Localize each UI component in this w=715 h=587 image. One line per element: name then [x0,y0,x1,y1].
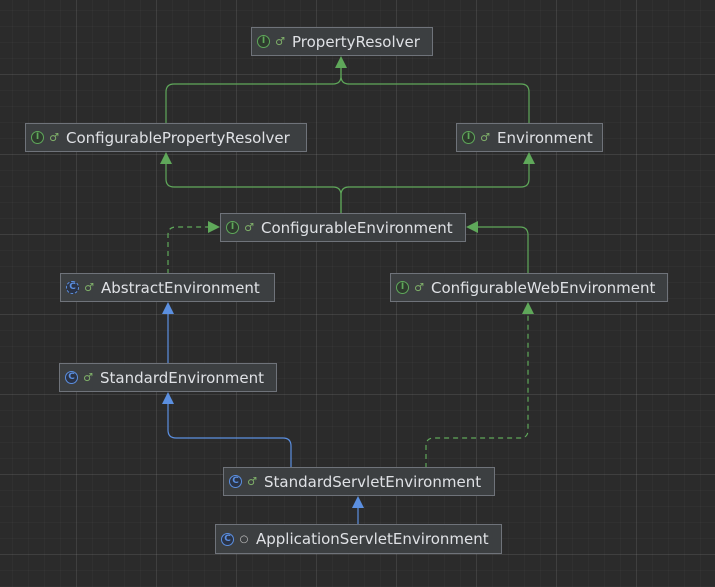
public-visibility-icon: ♂ [247,475,257,488]
class-icon: C [221,532,234,546]
interface-icon: I [226,221,239,234]
edge-abstractenvironment-to-configurableenvironment [167,226,208,274]
node-label: StandardEnvironment [100,368,265,387]
public-visibility-icon: ♂ [414,281,424,294]
node-label: ApplicationServletEnvironment [256,530,489,548]
arrowhead-standardservletenvironment [352,496,364,508]
arrowhead-configurableenvironment-left [208,221,220,233]
arrowhead-environment [523,152,535,164]
edge-configurableenvironment-to-environment [340,163,530,214]
public-visibility-icon: ♂ [480,131,490,144]
arrowhead-abstractenvironment [162,302,174,314]
node-label: Environment [497,128,593,147]
node-configurablepropertyresolver[interactable]: I ♂ ConfigurablePropertyResolver [25,123,307,152]
edge-configurablepropertyresolver-to-propertyresolver [165,67,342,124]
edge-configurableenvironment-to-configurablepropertyresolver [165,163,342,214]
public-visibility-icon: ♂ [84,281,94,294]
arrowhead-configurablewebenvironment [522,302,534,314]
node-configurablewebenvironment[interactable]: I ♂ ConfigurableWebEnvironment [390,273,668,302]
arrowhead-configurablepropertyresolver [160,152,172,164]
node-propertyresolver[interactable]: I ♂ PropertyResolver [251,27,433,56]
node-label: PropertyResolver [292,32,420,51]
node-label: StandardServletEnvironment [264,472,482,491]
node-label: AbstractEnvironment [101,278,260,297]
edge-configurablewebenvironment-to-configurableenvironment [478,226,529,274]
node-configurableenvironment[interactable]: I ♂ ConfigurableEnvironment [220,213,466,242]
edge-standardservletenvironment-to-configurablewebenvironment [425,313,529,468]
interface-icon: I [257,35,270,48]
public-visibility-icon: ♂ [49,131,59,144]
interface-icon: I [462,131,475,144]
arrowhead-propertyresolver [335,56,347,68]
node-label: ConfigurablePropertyResolver [66,128,290,147]
arrowhead-configurableenvironment-right [466,221,478,233]
public-visibility-icon: ♂ [275,35,285,48]
abstract-class-icon: C [66,281,79,294]
node-applicationservletenvironment[interactable]: C ○ ApplicationServletEnvironment [215,524,502,554]
public-visibility-icon: ♂ [244,221,254,234]
class-icon: C [65,371,78,384]
edge-environment-to-propertyresolver [340,67,530,124]
node-standardenvironment[interactable]: C ♂ StandardEnvironment [59,363,277,392]
package-private-visibility-icon: ○ [239,533,249,545]
public-visibility-icon: ♂ [83,371,93,384]
arrowhead-standardenvironment [162,392,174,404]
node-abstractenvironment[interactable]: C ♂ AbstractEnvironment [60,273,275,302]
interface-icon: I [31,131,44,144]
interface-icon: I [396,281,409,294]
node-standardservletenvironment[interactable]: C ♂ StandardServletEnvironment [223,467,495,496]
node-label: ConfigurableWebEnvironment [431,278,656,297]
node-label: ConfigurableEnvironment [261,218,453,237]
edge-standardservletenvironment-to-standardenvironment [167,403,292,468]
node-environment[interactable]: I ♂ Environment [456,123,603,152]
class-icon: C [229,475,242,488]
